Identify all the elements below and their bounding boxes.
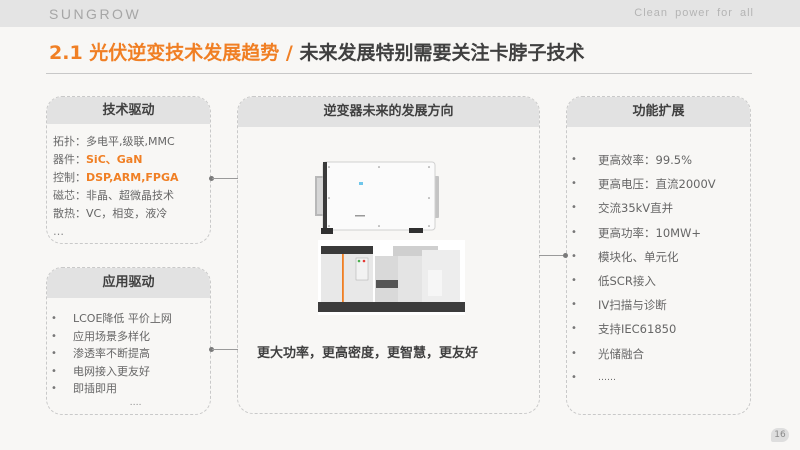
list-item: 渗透率不断提高 [47, 345, 210, 363]
tech-driver-item: 拓扑：多电平,级联,MMC [53, 133, 210, 151]
list-item: 低SCR接入 [567, 269, 750, 293]
app-drivers-card: 应用驱动 LCOE降低 平价上网 应用场景多样化 渗透率不断提高 电网接入更友好… [46, 267, 211, 415]
tech-driver-item: 散热：VC，相变，液冷 [53, 205, 210, 223]
connector-dot [209, 347, 214, 352]
list-item: 交流35kV直并 [567, 196, 750, 220]
section-title: 2.1 光伏逆变技术发展趋势 [49, 42, 280, 64]
item-key: 磁芯： [53, 189, 86, 202]
item-key: 拓扑： [53, 135, 86, 148]
connector-line [212, 178, 238, 179]
connector-dot [209, 176, 214, 181]
list-item: 应用场景多样化 [47, 328, 210, 346]
list-item: 更高效率：99.5% [567, 148, 750, 172]
more-ellipsis: …. [129, 397, 142, 408]
top-bar: SUNGROW Clean power for all [0, 0, 800, 27]
list-item: LCOE降低 平价上网 [47, 310, 210, 328]
connector-line [212, 349, 238, 350]
list-item: 电网接入更友好 [47, 363, 210, 381]
item-value-highlight: SiC、GaN [86, 153, 143, 166]
list-item: 支持IEC61850 [567, 317, 750, 341]
feature-expansion-card: 功能扩展 更高效率：99.5% 更高电压：直流2000V 交流35kV直并 更高… [566, 96, 751, 415]
item-key: 控制： [53, 171, 86, 184]
tech-driver-item: 控制：DSP,ARM,FPGA [53, 169, 210, 187]
title-divider [46, 73, 752, 74]
more-ellipsis: … [53, 225, 64, 238]
tech-driver-item: 磁芯：非晶、超微晶技术 [53, 187, 210, 205]
list-item: 更高电压：直流2000V [567, 172, 750, 196]
list-item: IV扫描与诊断 [567, 293, 750, 317]
feature-list: 更高效率：99.5% 更高电压：直流2000V 交流35kV直并 更高功率：10… [567, 127, 750, 390]
future-summary: 更大功率，更高密度，更智慧，更友好 [257, 346, 479, 361]
feature-expansion-heading: 功能扩展 [567, 97, 750, 127]
tech-drivers-heading: 技术驱动 [47, 97, 210, 124]
central-inverter-station-image [318, 240, 465, 315]
connector-line [539, 255, 566, 256]
app-drivers-list: LCOE降低 平价上网 应用场景多样化 渗透率不断提高 电网接入更友好 即插即用 [47, 298, 210, 398]
tech-drivers-card: 技术驱动 拓扑：多电平,级联,MMC 器件：SiC、GaN 控制：DSP,ARM… [46, 96, 211, 244]
list-item: …… [567, 366, 750, 390]
item-value-highlight: DSP,ARM,FPGA [86, 171, 179, 184]
future-direction-heading: 逆变器未来的发展方向 [238, 97, 539, 127]
slide-title: 2.1 光伏逆变技术发展趋势 / 未来发展特别需要关注卡脖子技术 [49, 38, 584, 65]
list-item: 模块化、单元化 [567, 245, 750, 269]
title-separator: / [279, 42, 300, 64]
tech-driver-item: 器件：SiC、GaN [53, 151, 210, 169]
item-value: VC，相变，液冷 [86, 207, 168, 220]
item-value: 多电平,级联,MMC [86, 135, 175, 148]
app-drivers-heading: 应用驱动 [47, 268, 210, 298]
list-item: 即插即用 [47, 380, 210, 398]
item-value: 非晶、超微晶技术 [86, 189, 174, 202]
tech-drivers-list: 拓扑：多电平,级联,MMC 器件：SiC、GaN 控制：DSP,ARM,FPGA… [47, 124, 210, 241]
list-item: 更高功率：10MW+ [567, 221, 750, 245]
sungrow-logo: SUNGROW [49, 6, 142, 22]
connector-dot [563, 253, 568, 258]
list-item: 光储融合 [567, 342, 750, 366]
string-inverter-image [311, 158, 451, 236]
page-number: 16 [771, 428, 789, 442]
item-key: 器件： [53, 153, 86, 166]
tagline: Clean power for all [634, 7, 754, 19]
item-key: 散热： [53, 207, 86, 220]
section-subtitle: 未来发展特别需要关注卡脖子技术 [299, 42, 585, 64]
future-direction-card: 逆变器未来的发展方向 [237, 96, 540, 414]
